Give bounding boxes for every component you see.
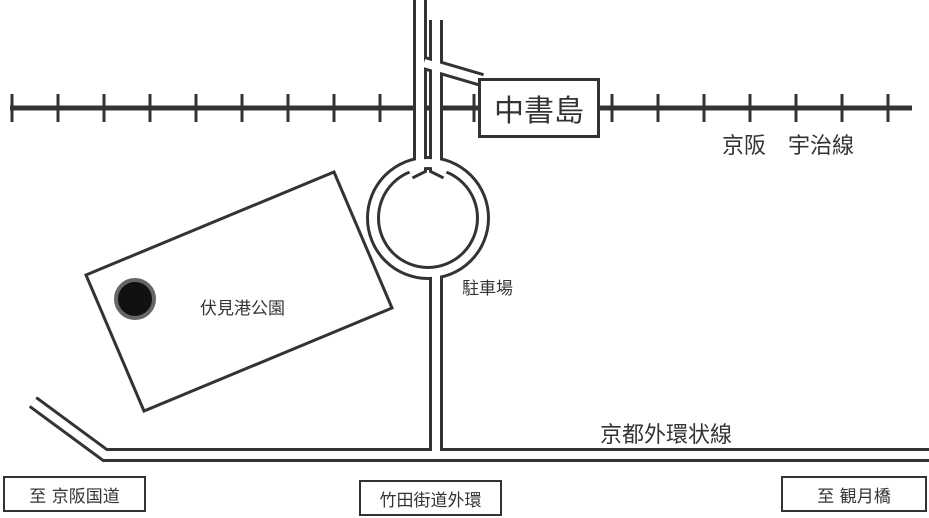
destination-sign-center: 竹田街道外環 — [359, 480, 502, 516]
park-name-label: 伏見港公園 — [200, 299, 285, 319]
location-marker — [114, 278, 156, 320]
parking-label: 駐車場 — [462, 279, 513, 299]
destination-right-text: 至 観月橋 — [817, 486, 891, 507]
destination-center-text: 竹田街道外環 — [379, 490, 482, 511]
park-area — [84, 170, 394, 413]
railway-line-label: 京阪 宇治線 — [722, 134, 855, 159]
destination-left-text: 至 京阪国道 — [29, 486, 120, 507]
highway-label: 京都外環状線 — [600, 423, 733, 448]
destination-sign-right: 至 観月橋 — [781, 476, 927, 512]
station-name-box: 中書島 — [478, 78, 600, 138]
station-name: 中書島 — [494, 94, 584, 129]
road-network — [21, 0, 929, 462]
railway-line — [10, 94, 912, 122]
destination-sign-left: 至 京阪国道 — [3, 476, 146, 512]
